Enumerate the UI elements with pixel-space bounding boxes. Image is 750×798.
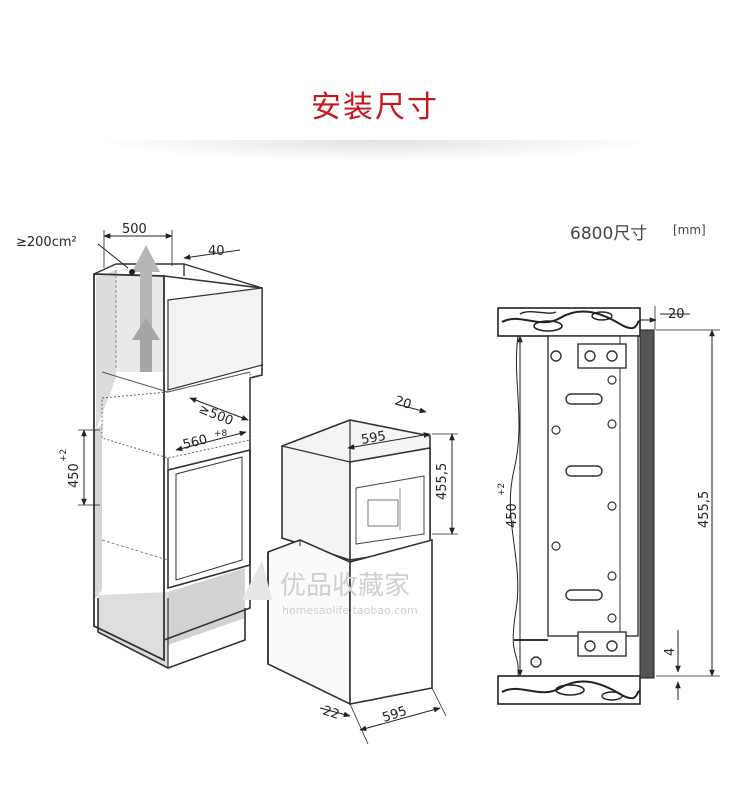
page-title: 安装尺寸 xyxy=(311,90,439,125)
unit-label: [mm] xyxy=(673,223,706,237)
dim-appliance-height: 455,5 xyxy=(435,463,450,500)
dim-gap: 22 xyxy=(321,704,341,723)
dim-top-depth: 40 xyxy=(208,244,225,259)
dim-side-height: 455,5 xyxy=(697,491,712,528)
dim-side-front: 20 xyxy=(668,307,685,322)
watermark-url: homesaolife.taobao.com xyxy=(282,604,418,617)
watermark-name: 优品收藏家 xyxy=(280,571,410,601)
dim-niche-height-tol: +2 xyxy=(59,449,69,462)
dim-side-niche: 450 xyxy=(505,503,520,528)
model-label: 6800尺寸 xyxy=(570,224,648,244)
title-divider-shadow xyxy=(90,140,660,162)
dim-base-width: 595 xyxy=(381,704,409,726)
dim-niche-depth: ≥500 xyxy=(197,402,236,429)
dim-niche-height: 450 xyxy=(67,463,82,488)
dim-appliance-width: 595 xyxy=(360,429,387,448)
dim-front-offset: 20 xyxy=(393,394,413,413)
dim-side-bottom: 4 xyxy=(663,648,678,656)
tall-cabinet-diagram: ≥200cm² 500 40 ≥500 560 +8 450 +2 xyxy=(16,222,263,669)
watermark: 优品收藏家 homesaolife.taobao.com xyxy=(242,560,418,617)
side-section-diagram: 20 455,5 450 +2 4 xyxy=(497,306,720,705)
dim-side-niche-tol: +2 xyxy=(497,483,507,496)
appliance-diagram: 20 595 455,5 22 595 xyxy=(267,394,458,745)
vent-area-label: ≥200cm² xyxy=(16,235,77,250)
dim-top-width: 500 xyxy=(122,222,147,237)
dim-niche-width-tol: +8 xyxy=(214,429,228,439)
dim-niche-width: 560 xyxy=(181,432,209,453)
